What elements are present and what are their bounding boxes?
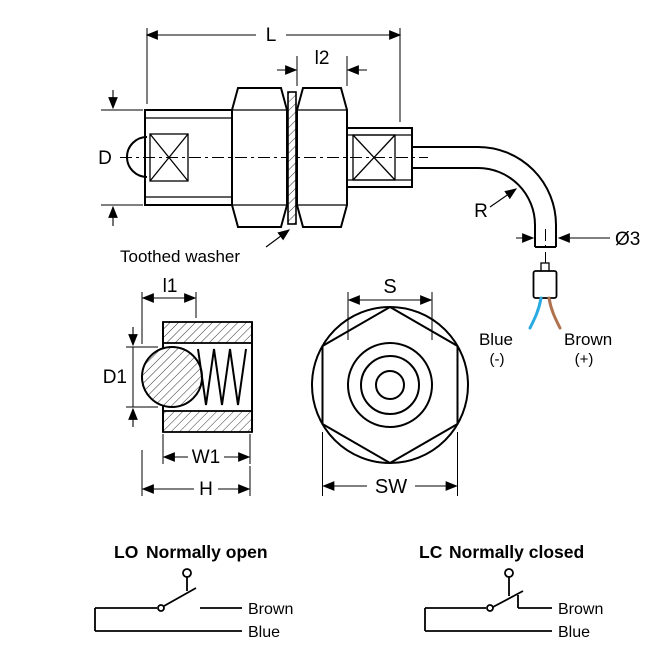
dim-l2-label: l2 [315, 48, 330, 69]
dim-D-label: D [98, 148, 112, 169]
dimension-l2: l2 [277, 48, 367, 86]
dim-D1-label: D1 [103, 367, 127, 388]
lo-actuator [182, 568, 192, 578]
connector-body [532, 270, 558, 299]
lo-blue-label: Blue [248, 624, 280, 641]
blue-wire-label: Blue [479, 330, 513, 349]
spring [197, 348, 247, 406]
bushing [346, 127, 413, 188]
dimension-D1: D1 [103, 327, 158, 427]
circuit-normally-closed: LC Normally closed Brown Blue [419, 542, 603, 641]
lc-symbol [424, 568, 552, 632]
dimension-D: D [98, 90, 143, 226]
dim-W1-label: W1 [192, 447, 221, 468]
dimension-l1: l1 [141, 276, 197, 344]
hexagon [321, 305, 459, 465]
washer-callout: Toothed washer [120, 229, 290, 266]
plunger-ball [126, 136, 148, 178]
section-wall-bottom [162, 410, 253, 433]
lo-abbr: LO [114, 542, 138, 562]
brown-wire-label: Brown [564, 330, 612, 349]
hex-nut-left [231, 87, 288, 228]
dim-R-label: R [474, 201, 488, 222]
hex-nut-right [296, 87, 348, 228]
lo-symbol [94, 568, 242, 632]
section-wall-top [162, 321, 253, 344]
lo-title: Normally open [146, 542, 268, 562]
dim-SW-label: SW [375, 476, 407, 498]
dimension-W1: W1 [162, 434, 251, 468]
bore-circle [360, 355, 420, 415]
dim-H-label: H [199, 479, 213, 500]
circuit-normally-open: LO Normally open Brown Blue [94, 542, 293, 641]
blue-wire [528, 296, 543, 330]
dimension-S: S [347, 276, 433, 340]
dimension-R: R [474, 188, 517, 222]
body-circle [347, 342, 433, 428]
lc-actuator [504, 568, 514, 578]
ball-section [141, 346, 203, 408]
socket-cross [149, 133, 189, 182]
front-view: S SW [311, 276, 469, 498]
dimension-H: H [141, 450, 251, 500]
lc-brown-label: Brown [558, 601, 603, 618]
dim-l1-label: l1 [163, 276, 178, 297]
brown-polarity-label: (+) [575, 351, 594, 368]
lo-brown-label: Brown [248, 601, 293, 618]
dim-tube-diameter-label: Ø3 [615, 229, 640, 250]
wire-connector: Blue (-) Brown (+) [479, 262, 612, 368]
brown-wire [547, 296, 562, 330]
dimension-tube-diameter: Ø3 [516, 229, 640, 250]
dim-L-label: L [266, 25, 277, 46]
dim-S-label: S [383, 276, 396, 298]
lc-abbr: LC [419, 542, 443, 562]
chamfer-circle [311, 306, 469, 464]
section-view: l1 D1 W1 H [103, 276, 253, 500]
washer-callout-label: Toothed washer [120, 247, 240, 266]
toothed-washer [287, 91, 297, 225]
blue-polarity-label: (-) [490, 351, 505, 368]
lc-title: Normally closed [449, 542, 584, 562]
dimension-L: L [145, 25, 402, 122]
cable-tube [412, 146, 557, 263]
ball-circle [375, 370, 405, 400]
side-view: L l2 D R Ø3 [98, 25, 640, 266]
dimension-SW: SW [322, 432, 458, 498]
lc-blue-label: Blue [558, 624, 590, 641]
